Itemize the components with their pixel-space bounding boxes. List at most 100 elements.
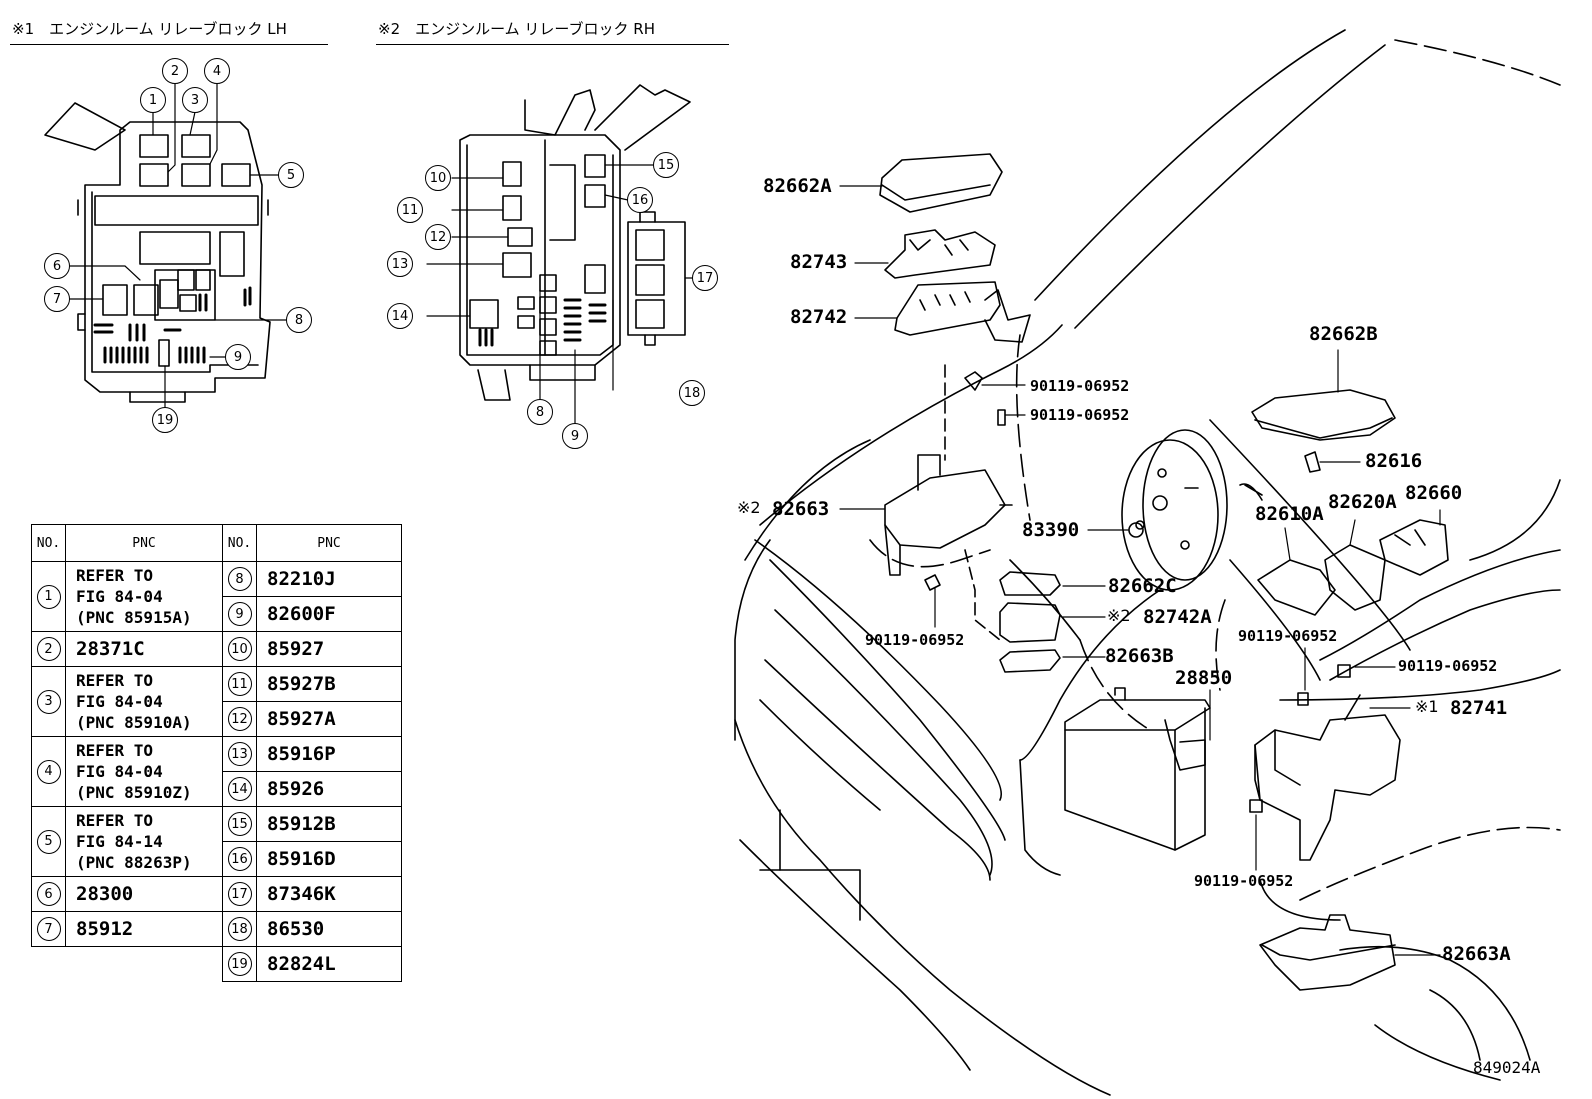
part-83390-grommet <box>1128 522 1144 538</box>
part-82663-bracket <box>884 454 1013 576</box>
table-row-no: 19 <box>222 946 257 982</box>
table-row-no: 1 <box>31 561 66 632</box>
table-header-pnc: PNC <box>65 524 223 562</box>
part-82616-fuse <box>1304 451 1321 473</box>
rh-callout: 9 <box>562 423 588 449</box>
table-row-no: 14 <box>222 771 257 807</box>
part-label-bolt-90119-06952: 90119-06952 <box>1030 377 1130 395</box>
part-label-bolt-90119-06952: 90119-06952 <box>1030 406 1130 424</box>
part-82662B-cover <box>1251 389 1396 441</box>
part-label-82741: 82741 <box>1450 697 1508 719</box>
section-header-rh: ※2 エンジンルーム リレーブロック RH <box>378 20 656 38</box>
part-label-82742A: 82742A <box>1143 606 1212 628</box>
lh-callout: 19 <box>152 407 178 433</box>
rh-callout: 8 <box>527 399 553 425</box>
part-label-82610A: 82610A <box>1255 503 1324 525</box>
part-label-82660: 82660 <box>1405 482 1463 504</box>
part-82663A-cover <box>1259 914 1396 991</box>
table-row-pnc: 86530 <box>256 911 402 947</box>
table-row-pnc: 85916D <box>256 841 402 877</box>
rh-callout: 16 <box>627 187 653 213</box>
table-row-pnc: 85926 <box>256 771 402 807</box>
part-label-82662C: 82662C <box>1108 575 1177 597</box>
header-underline-rh <box>376 44 729 45</box>
lh-callout: 8 <box>286 307 312 333</box>
vehicle-body-outline <box>734 29 1561 1096</box>
lh-callout: 7 <box>44 286 70 312</box>
part-82742-relay-block <box>894 281 1031 343</box>
table-row-no: 18 <box>222 911 257 947</box>
table-row-no: 4 <box>31 736 66 807</box>
table-header-pnc-2: PNC <box>256 524 402 562</box>
part-label-82663B: 82663B <box>1105 645 1174 667</box>
rh-callout: 17 <box>692 265 718 291</box>
part-label-28850: 28850 <box>1175 667 1233 689</box>
part-leader-lines <box>839 185 1441 956</box>
part-label-82662A: 82662A <box>763 175 832 197</box>
lh-callout: 9 <box>225 344 251 370</box>
table-empty-cell <box>32 947 66 982</box>
table-row-pnc: 85912 <box>65 911 223 947</box>
part-82741-relay-block-bracket <box>1254 694 1401 861</box>
rh-marker-82742A: ※2 <box>1107 606 1131 625</box>
table-row-no: 6 <box>31 876 66 912</box>
table-row-no: 12 <box>222 701 257 737</box>
table-row-pnc: 28371C <box>65 631 223 667</box>
part-label-82616: 82616 <box>1365 450 1423 472</box>
rh-marker-82663: ※2 <box>737 498 761 517</box>
table-row-no: 11 <box>222 666 257 702</box>
table-row-pnc: 85927 <box>256 631 402 667</box>
lh-callout: 3 <box>182 87 208 113</box>
rh-callout: 13 <box>387 251 413 277</box>
part-82662A-cover <box>879 153 1003 213</box>
part-label-82620A: 82620A <box>1328 491 1397 513</box>
lh-marker-82741: ※1 <box>1415 697 1439 716</box>
lh-callout: 1 <box>140 87 166 113</box>
table-row-no: 5 <box>31 806 66 877</box>
table-row-pnc: 87346K <box>256 876 402 912</box>
part-label-82663: 82663 <box>772 498 830 520</box>
rh-callout: 18 <box>679 380 705 406</box>
table-row-pnc: 28300 <box>65 876 223 912</box>
brake-booster-drawing <box>1121 429 1263 591</box>
rh-leader-lines <box>426 164 693 425</box>
table-row-no: 2 <box>31 631 66 667</box>
relay-block-lh-drawing <box>44 102 271 403</box>
lh-callout: 5 <box>278 162 304 188</box>
table-row-no: 10 <box>222 631 257 667</box>
table-row-pnc: 85927A <box>256 701 402 737</box>
table-row-no: 15 <box>222 806 257 842</box>
table-row-no: 13 <box>222 736 257 772</box>
rh-callout: 10 <box>425 165 451 191</box>
part-label-bolt-90119-06952: 90119-06952 <box>865 631 965 649</box>
part-label-82662B: 82662B <box>1309 323 1378 345</box>
table-row-pnc: 82824L <box>256 946 402 982</box>
table-row-pnc: 82210J <box>256 561 402 597</box>
rh-callout: 14 <box>387 303 413 329</box>
table-header-no-2: NO. <box>222 524 257 562</box>
battery-drawing <box>1064 687 1211 851</box>
part-82662C-cover <box>999 571 1061 596</box>
table-row-no: 16 <box>222 841 257 877</box>
section-header-lh: ※1 エンジンルーム リレーブロック LH <box>12 20 287 38</box>
rh-callout: 12 <box>425 224 451 250</box>
relay-block-rh-drawing <box>459 84 691 401</box>
table-row-no: 7 <box>31 911 66 947</box>
part-82660-block <box>1379 519 1449 576</box>
part-label-82742: 82742 <box>790 306 848 328</box>
table-row-pnc: 85912B <box>256 806 402 842</box>
table-row-pnc: 82600F <box>256 596 402 632</box>
table-header-no: NO. <box>31 524 66 562</box>
table-row-pnc: 85927B <box>256 666 402 702</box>
table-row-pnc: 85916P <box>256 736 402 772</box>
figure-id: 849024A <box>1473 1058 1541 1077</box>
part-82743-relay-block <box>884 229 996 279</box>
part-82620A-block <box>1324 544 1386 611</box>
lh-callout: 4 <box>204 58 230 84</box>
